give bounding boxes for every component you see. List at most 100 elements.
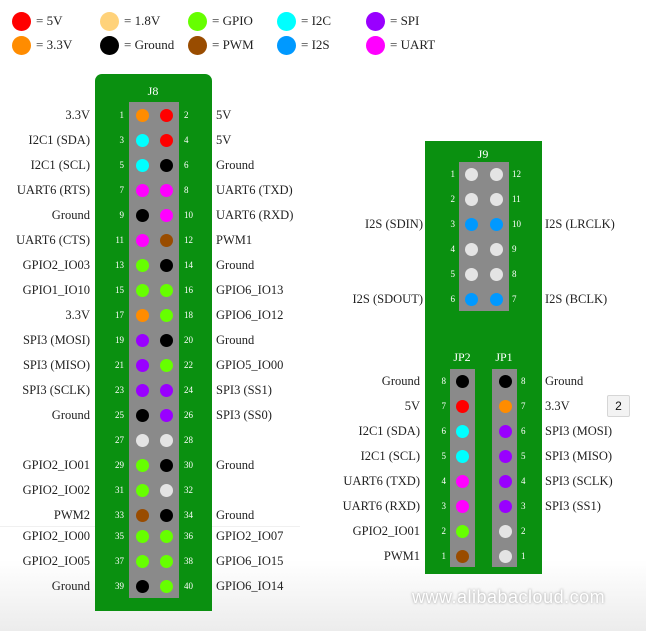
pin-number: 11 [115, 235, 124, 245]
pin-j9-a-1[interactable] [464, 167, 478, 181]
pin-number: 16 [184, 285, 193, 295]
pin-j9-a-2[interactable] [464, 192, 478, 206]
pin-number: 36 [184, 531, 193, 541]
pin-j8-a-39[interactable] [135, 579, 149, 593]
pin-j9-b-11[interactable] [489, 192, 503, 206]
pin-j8-a-31[interactable] [135, 483, 149, 497]
pin-j9-b-8[interactable] [489, 267, 503, 281]
pin-jp-b-5[interactable] [498, 449, 512, 463]
pin-j8-a-25[interactable] [135, 408, 149, 422]
legend-item-gpio: = GPIO [188, 11, 253, 31]
pin-j8-a-13[interactable] [135, 258, 149, 272]
pin-label: SPI3 (MISO) [545, 449, 613, 463]
pin-label: GPIO2_IO05 [22, 554, 90, 568]
pin-j8-b-22[interactable] [159, 358, 173, 372]
j8-pin-strip [129, 102, 179, 598]
pin-j8-b-26[interactable] [159, 408, 173, 422]
pin-j8-b-14[interactable] [159, 258, 173, 272]
pin-j8-a-23[interactable] [135, 383, 149, 397]
pin-j8-b-30[interactable] [159, 458, 173, 472]
pin-j8-a-33[interactable] [135, 508, 149, 522]
pin-jp-a-2[interactable] [455, 524, 469, 538]
pin-j8-a-35[interactable] [135, 529, 149, 543]
pin-j8-a-9[interactable] [135, 208, 149, 222]
pin-j8-a-1[interactable] [135, 108, 149, 122]
pin-label: SPI3 (SS1) [216, 383, 272, 397]
pin-jp-b-4[interactable] [498, 474, 512, 488]
pin-jp-a-3[interactable] [455, 499, 469, 513]
pin-jp-b-1[interactable] [498, 549, 512, 563]
pin-jp-b-3[interactable] [498, 499, 512, 513]
pin-j9-a-5[interactable] [464, 267, 478, 281]
pin-jp-b-6[interactable] [498, 424, 512, 438]
pin-j8-a-27[interactable] [135, 433, 149, 447]
pin-j9-b-9[interactable] [489, 242, 503, 256]
pin-j8-a-5[interactable] [135, 158, 149, 172]
pin-label: Ground [381, 374, 420, 388]
legend-label: = I2C [301, 13, 332, 28]
pin-j8-a-7[interactable] [135, 183, 149, 197]
pin-number: 5 [450, 269, 456, 279]
pin-j9-a-6[interactable] [464, 292, 478, 306]
jp1-title: JP1 [495, 350, 513, 364]
pin-j8-b-40[interactable] [159, 579, 173, 593]
pin-j8-b-24[interactable] [159, 383, 173, 397]
pin-label: 3.3V [65, 308, 90, 322]
pin-j8-a-17[interactable] [135, 308, 149, 322]
pin-label: I2C1 (SDA) [28, 133, 90, 147]
pin-j8-a-19[interactable] [135, 333, 149, 347]
pin-label: SPI3 (SS1) [545, 499, 601, 513]
pin-j9-b-10[interactable] [489, 217, 503, 231]
pin-number: 7 [119, 185, 125, 195]
pin-j8-b-18[interactable] [159, 308, 173, 322]
pin-j8-b-10[interactable] [159, 208, 173, 222]
pin-j8-a-29[interactable] [135, 458, 149, 472]
pin-number: 12 [512, 169, 521, 179]
pin-number: 25 [115, 410, 124, 420]
pin-jp-b-7[interactable] [498, 399, 512, 413]
pin-j8-a-3[interactable] [135, 133, 149, 147]
pin-j8-a-37[interactable] [135, 554, 149, 568]
pin-j9-b-12[interactable] [489, 167, 503, 181]
pin-j8-b-34[interactable] [159, 508, 173, 522]
pin-jp-a-1[interactable] [455, 549, 469, 563]
pin-j8-b-16[interactable] [159, 283, 173, 297]
pin-label: Ground [216, 258, 255, 272]
pin-label: SPI3 (MISO) [22, 358, 90, 372]
pin-j8-b-20[interactable] [159, 333, 173, 347]
pin-j8-b-32[interactable] [159, 483, 173, 497]
pin-j8-b-2[interactable] [159, 108, 173, 122]
pin-label: Ground [51, 208, 90, 222]
pin-j8-b-28[interactable] [159, 433, 173, 447]
pin-number: 24 [184, 385, 193, 395]
pin-label: SPI3 (SS0) [216, 408, 272, 422]
pin-number: 26 [184, 410, 193, 420]
pin-j8-b-12[interactable] [159, 233, 173, 247]
pin-label: Ground [216, 458, 255, 472]
pin-j8-b-36[interactable] [159, 529, 173, 543]
pin-j9-b-7[interactable] [489, 292, 503, 306]
pin-j9-a-4[interactable] [464, 242, 478, 256]
pin-j8-a-11[interactable] [135, 233, 149, 247]
pin-label: I2C1 (SCL) [30, 158, 90, 172]
pin-j8-a-21[interactable] [135, 358, 149, 372]
pin-number: 18 [184, 310, 193, 320]
pin-j8-a-15[interactable] [135, 283, 149, 297]
pin-j8-b-8[interactable] [159, 183, 173, 197]
pin-j8-b-6[interactable] [159, 158, 173, 172]
pin-label: Ground [51, 408, 90, 422]
pin-jp-a-7[interactable] [455, 399, 469, 413]
pin-j9-a-3[interactable] [464, 217, 478, 231]
pin-jp-b-8[interactable] [498, 374, 512, 388]
pin-j8-b-4[interactable] [159, 133, 173, 147]
pin-jp-a-5[interactable] [455, 449, 469, 463]
page-badge[interactable]: 2 [607, 395, 630, 417]
pin-jp-a-8[interactable] [455, 374, 469, 388]
legend-label: = SPI [390, 13, 420, 28]
pin-jp-a-6[interactable] [455, 424, 469, 438]
pin-label: 3.3V [65, 108, 90, 122]
pin-jp-a-4[interactable] [455, 474, 469, 488]
pin-number: 17 [115, 310, 124, 320]
pin-jp-b-2[interactable] [498, 524, 512, 538]
pin-j8-b-38[interactable] [159, 554, 173, 568]
